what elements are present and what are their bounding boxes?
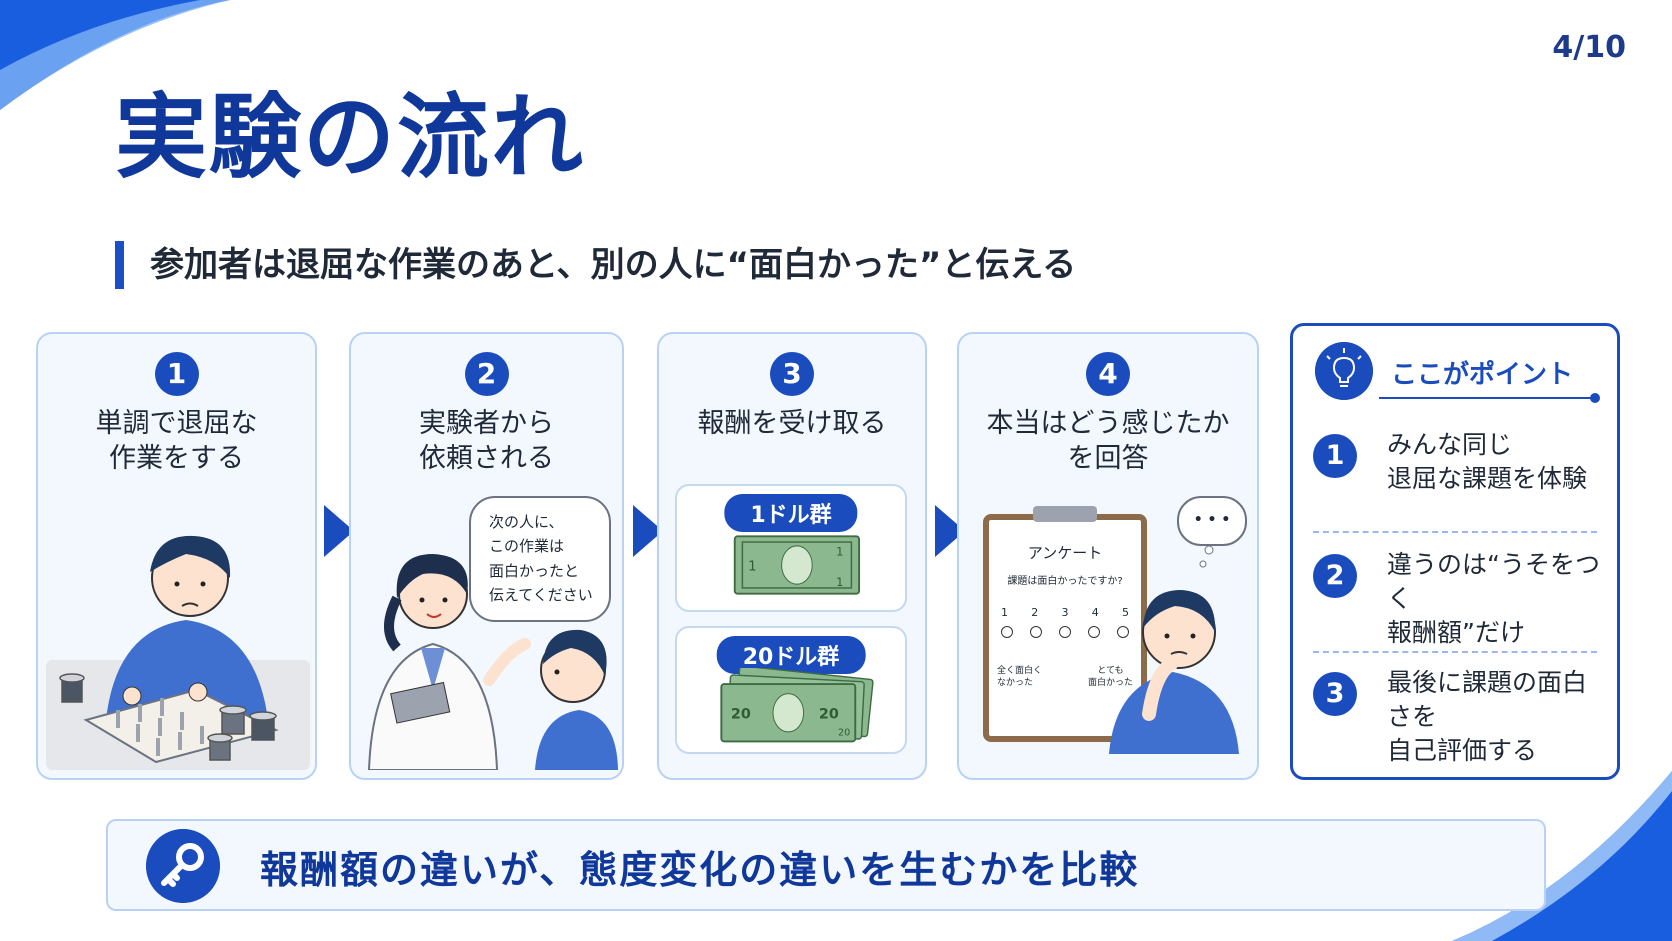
step-title: 実験者から 依頼される: [419, 408, 554, 475]
radio-option[interactable]: [1001, 626, 1013, 638]
point-number: 3: [1313, 672, 1357, 716]
reward-group-20-dollar: 20ドル群 20 20 20: [675, 626, 907, 754]
key-icon: [146, 829, 220, 903]
key-points-card: ここがポイント 1 みんな同じ 退屈な課題を体験 2 違うのは“うそをつく 報酬…: [1290, 323, 1620, 780]
bill-value-label: 20: [838, 728, 850, 739]
point-item-3: 3 最後に課題の面白さを 自己評価する: [1309, 660, 1601, 768]
reward-group-1-dollar: 1ドル群 1 1 1: [675, 484, 907, 612]
bill-value-label: 20: [819, 706, 839, 722]
dollar-bills-icon: 20 20 20: [720, 668, 874, 743]
divider: [1313, 651, 1597, 653]
bill-value-label: 1: [836, 544, 843, 558]
step-card-1: 1 単調で退屈な 作業をする: [36, 332, 317, 780]
bill-value-label: 1: [748, 560, 757, 575]
survey-high-label: とても 面白かった: [1087, 666, 1133, 688]
step-card-2: 2 実験者から 依頼される 次の人に、 この作業は 面白かったと 伝えてください: [349, 332, 624, 780]
lightbulb-icon: [1315, 342, 1373, 400]
title-underline: [1379, 397, 1594, 399]
scale-label: 1: [1001, 606, 1008, 619]
step-number: 3: [770, 352, 814, 396]
point-text: 最後に課題の面白さを 自己評価する: [1387, 668, 1588, 765]
point-text: みんな同じ 退屈な課題を体験: [1387, 430, 1588, 493]
step-title: 本当はどう感じたか を回答: [986, 408, 1230, 475]
survey-heading: アンケート: [1027, 544, 1103, 562]
pegboard-illustration: [46, 535, 310, 770]
step-title: 単調で退屈な 作業をする: [95, 408, 258, 475]
subtitle-accent-bar: [115, 241, 124, 289]
survey-low-label: 全く面白く なかった: [997, 666, 1043, 688]
clipboard-clip: [1033, 506, 1097, 522]
radio-option[interactable]: [1059, 626, 1071, 638]
step-card-3: 3 報酬を受け取る 1ドル群 1 1 1 20ドル群 20 20 20: [657, 332, 927, 780]
point-item-1: 1 みんな同じ 退屈な課題を体験: [1309, 422, 1601, 530]
dollar-bill-icon: 1 1 1: [733, 535, 861, 595]
point-number: 2: [1313, 554, 1357, 598]
title-underline-dot: [1590, 393, 1600, 403]
bill-value-label: 20: [731, 706, 751, 722]
page-subtitle: 参加者は退屈な作業のあと、別の人に“面白かった”と伝える: [150, 245, 1077, 285]
step-number: 1: [154, 352, 199, 396]
bill-value-label: 1: [836, 575, 843, 589]
page-title: 実験の流れ: [115, 84, 586, 191]
survey-scale: 1 2 3 4 5: [1001, 606, 1129, 619]
thought-bubble: • • •: [1177, 496, 1247, 546]
key-message-text: 報酬額の違いが、態度変化の違いを生むかを比較: [260, 848, 1140, 892]
radio-option[interactable]: [1088, 626, 1100, 638]
key-points-title: ここがポイント: [1391, 360, 1574, 390]
point-number: 1: [1313, 434, 1357, 478]
experimenter-illustration: [367, 554, 618, 770]
corner-decoration-top-left: [0, 0, 230, 110]
step-title: 報酬を受け取る: [697, 408, 887, 439]
step-number: 4: [1086, 352, 1130, 396]
scale-label: 4: [1091, 606, 1099, 619]
survey-radio-row: [1001, 626, 1129, 638]
point-text: 違うのは“うそをつく 報酬額”だけ: [1387, 550, 1600, 647]
page-number: 4/10: [1552, 30, 1626, 65]
radio-option[interactable]: [1030, 626, 1042, 638]
point-item-2: 2 違うのは“うそをつく 報酬額”だけ: [1309, 542, 1601, 650]
step-number: 2: [464, 352, 509, 396]
divider: [1313, 531, 1597, 533]
scale-label: 5: [1122, 606, 1129, 619]
speech-bubble: 次の人に、 この作業は 面白かったと 伝えてください: [469, 496, 611, 622]
scale-label: 3: [1061, 606, 1069, 619]
corner-decoration-bottom-right: [1452, 771, 1672, 941]
key-message-banner: 報酬額の違いが、態度変化の違いを生むかを比較: [106, 819, 1546, 911]
radio-option[interactable]: [1117, 626, 1129, 638]
survey-question: 課題は面白かったですか?: [1007, 576, 1123, 587]
thinking-person-illustration: [1109, 545, 1239, 754]
scale-label: 2: [1031, 606, 1039, 619]
reward-label: 1ドル群: [724, 494, 858, 532]
step-card-4: 4 本当はどう感じたか を回答 アンケート 課題は面白かったですか? 1 2 3…: [957, 332, 1259, 780]
